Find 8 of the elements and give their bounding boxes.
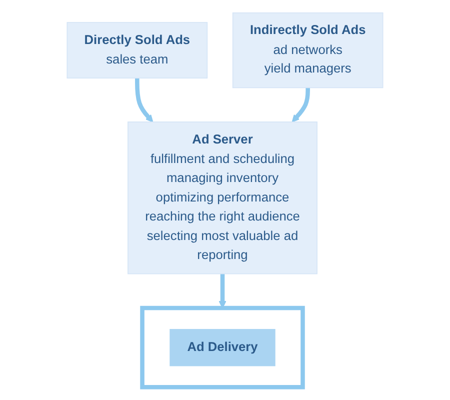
arrow (135, 78, 154, 122)
node-box: Directly Sold Ads sales team (66, 22, 208, 78)
node-box: Indirectly Sold Ads ad networks yield managers (232, 12, 384, 88)
arrow (218, 274, 226, 308)
cluster (140, 306, 305, 390)
node-box: Ad Server fulfillment and scheduling managing inventory optimizing performance reaching the right audience selecting most valuable ad reporting (128, 122, 318, 274)
arrow (292, 88, 310, 122)
node-box: Ad Delivery (170, 328, 276, 366)
